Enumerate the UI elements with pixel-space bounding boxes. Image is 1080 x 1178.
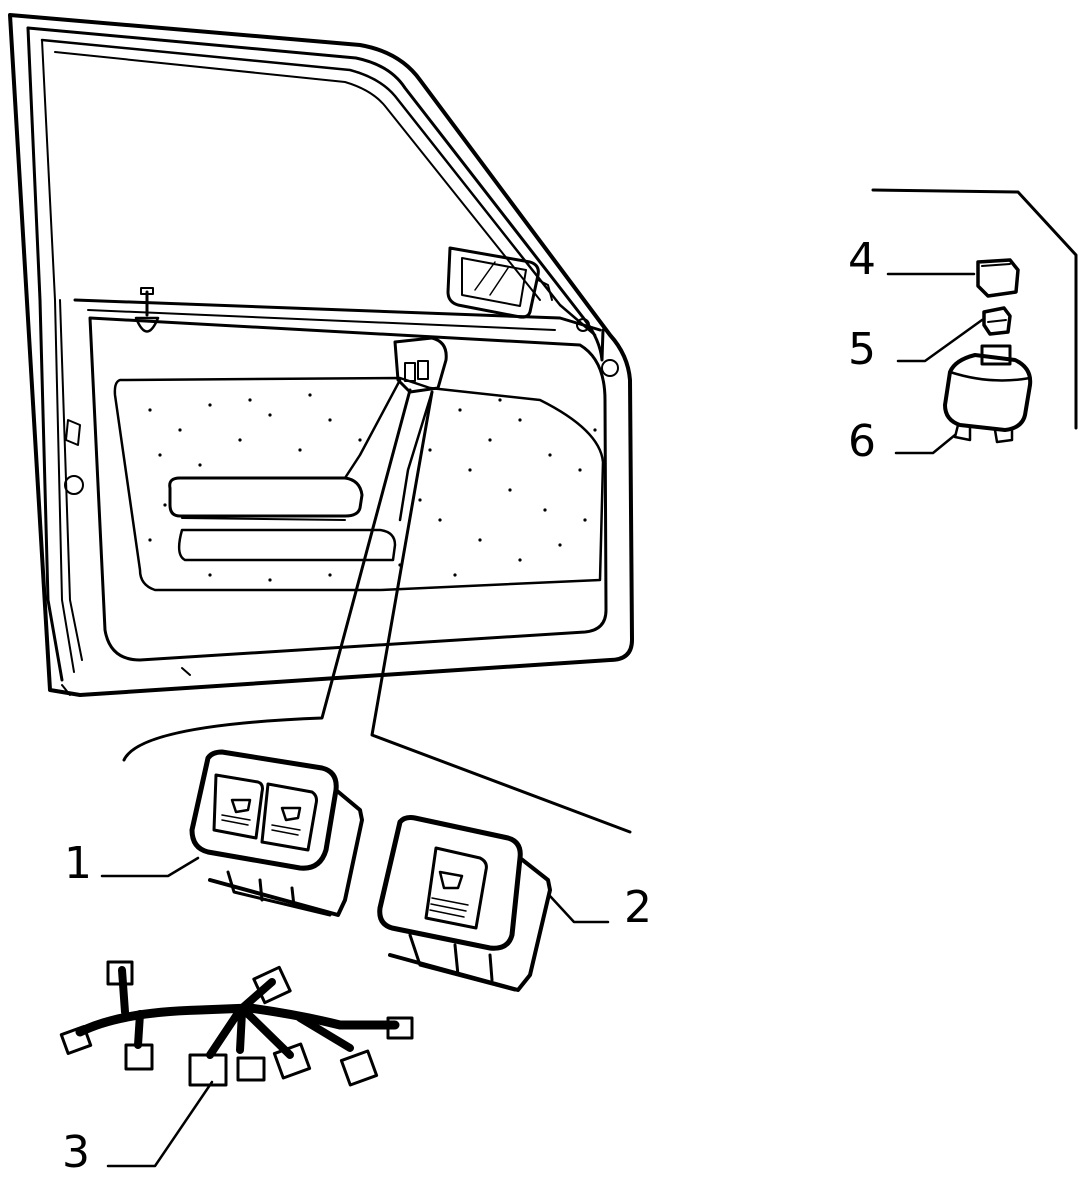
leader-6	[894, 433, 957, 455]
zoom-leader-lines	[122, 388, 632, 834]
side-mirror	[446, 246, 553, 319]
door-assembly	[8, 13, 634, 697]
callout-label-4: 4	[848, 234, 876, 285]
armrest	[168, 476, 397, 562]
door-screw	[64, 475, 84, 495]
relay-fuse	[982, 306, 1012, 336]
callout-label-1: 1	[64, 838, 92, 889]
leader-1	[100, 856, 200, 878]
callout-label-5: 5	[848, 324, 876, 375]
door-screw	[576, 318, 590, 332]
relay-unit	[943, 344, 1033, 444]
window-switch-double	[189, 749, 364, 917]
relay-cap	[976, 258, 1020, 298]
door-outer-frame	[8, 13, 634, 697]
leader-5	[896, 318, 984, 363]
trim-texture	[148, 393, 597, 582]
door-screw	[601, 359, 619, 377]
callout-label-2: 2	[624, 882, 652, 933]
callout-label-6: 6	[848, 416, 876, 467]
door-lock-button	[134, 287, 160, 333]
leader-3	[106, 1080, 214, 1168]
belt-line	[73, 298, 602, 332]
wiring-harness	[59, 960, 414, 1087]
door-switch-housing	[343, 336, 448, 522]
relay-group-bracket	[871, 188, 1078, 430]
window-glass-edge	[54, 51, 541, 301]
door-trim-panel	[88, 316, 608, 662]
leader-2	[548, 894, 610, 924]
window-switch-single	[377, 815, 552, 992]
callout-label-3: 3	[62, 1127, 90, 1178]
window-frame-inner	[40, 38, 597, 337]
window-frame-outer	[26, 26, 605, 362]
